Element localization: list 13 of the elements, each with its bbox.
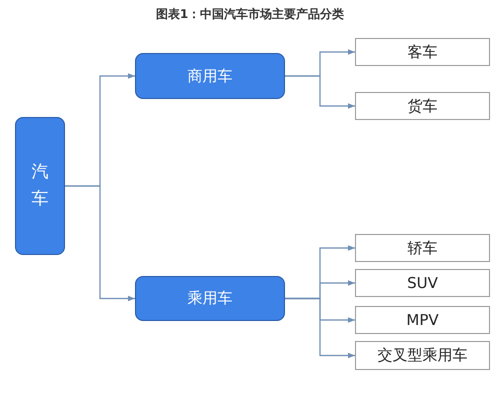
chart-title: 图表1：中国汽车市场主要产品分类 <box>154 6 346 23</box>
category-box: 乘用车 <box>135 276 285 321</box>
connector-arrow <box>285 298 355 358</box>
subcategory-box: 货车 <box>355 92 490 120</box>
connector-arrow <box>65 185 135 302</box>
category-box: 商用车 <box>135 53 285 99</box>
subcategory-box: MPV <box>355 306 490 334</box>
subcategory-box: 客车 <box>355 38 490 66</box>
subcategory-box: 轿车 <box>355 234 490 262</box>
connector-arrow <box>285 75 355 109</box>
subcategory-box: SUV <box>355 269 490 297</box>
subcategory-box: 交叉型乘用车 <box>355 341 490 370</box>
category-box: 汽车 <box>15 117 65 255</box>
